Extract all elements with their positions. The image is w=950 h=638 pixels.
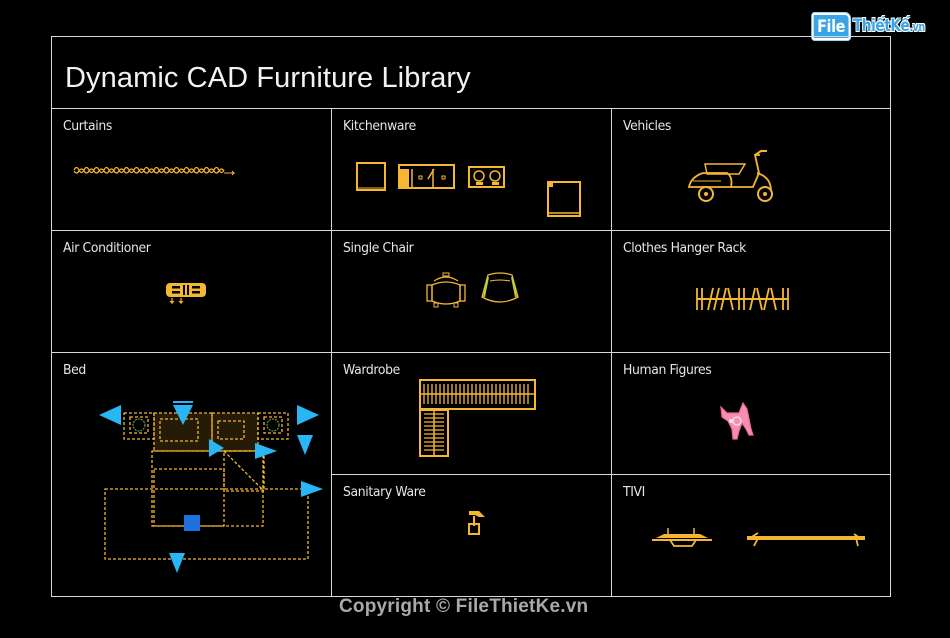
cell-label: TIVI [623, 484, 645, 500]
human-figure-icon [720, 401, 754, 440]
cell-label: Air Conditioner [63, 240, 151, 256]
watermark-logo: File ThiếtKế.vn [812, 12, 943, 40]
cell-human-figures[interactable]: Human Figures [612, 353, 890, 475]
logo-suffix: .vn [909, 20, 925, 34]
tv-icon [652, 528, 865, 547]
wardrobe-icon [419, 379, 536, 457]
logo-brand: ThiếtKế [852, 16, 910, 36]
cell-kitchenware[interactable]: Kitchenware [332, 109, 612, 231]
bed-icon [99, 401, 323, 573]
cell-label: Wardrobe [343, 362, 400, 378]
cell-vehicles[interactable]: Vehicles [612, 109, 890, 231]
scooter-icon [687, 150, 773, 202]
hanger-rack-icon [696, 287, 789, 311]
cell-single-chair[interactable]: Single Chair [332, 231, 612, 353]
cell-label: Sanitary Ware [343, 484, 426, 500]
kitchenware-icon [356, 162, 581, 217]
cell-label: Clothes Hanger Rack [623, 240, 746, 256]
cell-label: Bed [63, 362, 86, 378]
cell-curtains[interactable]: Curtains [52, 109, 332, 231]
cell-sanitary-ware[interactable]: Sanitary Ware [332, 475, 612, 596]
cell-tivi[interactable]: TIVI [612, 475, 890, 596]
cell-label: Vehicles [623, 118, 671, 134]
cell-wardrobe[interactable]: Wardrobe [332, 353, 612, 475]
library-frame: Dynamic CAD Furniture Library Curtains K… [51, 36, 891, 597]
cell-clothes-hanger-rack[interactable]: Clothes Hanger Rack [612, 231, 890, 353]
cell-label: Kitchenware [343, 118, 416, 134]
cell-bed[interactable]: Bed [52, 353, 332, 596]
cell-air-conditioner[interactable]: Air Conditioner [52, 231, 332, 353]
cell-label: Single Chair [343, 240, 414, 256]
copyright-text: Copyright © FileThietKe.vn [339, 596, 589, 617]
cell-label: Curtains [63, 118, 112, 134]
logo-file-badge: File [812, 12, 851, 40]
title-bar: Dynamic CAD Furniture Library [52, 37, 890, 109]
curtain-icon [73, 166, 236, 176]
air-conditioner-icon [166, 283, 206, 305]
cell-label: Human Figures [623, 362, 712, 378]
page-title: Dynamic CAD Furniture Library [65, 62, 471, 94]
faucet-icon [468, 511, 485, 535]
logo-text: ThiếtKế.vn [853, 16, 925, 36]
chair-icon [426, 272, 519, 308]
